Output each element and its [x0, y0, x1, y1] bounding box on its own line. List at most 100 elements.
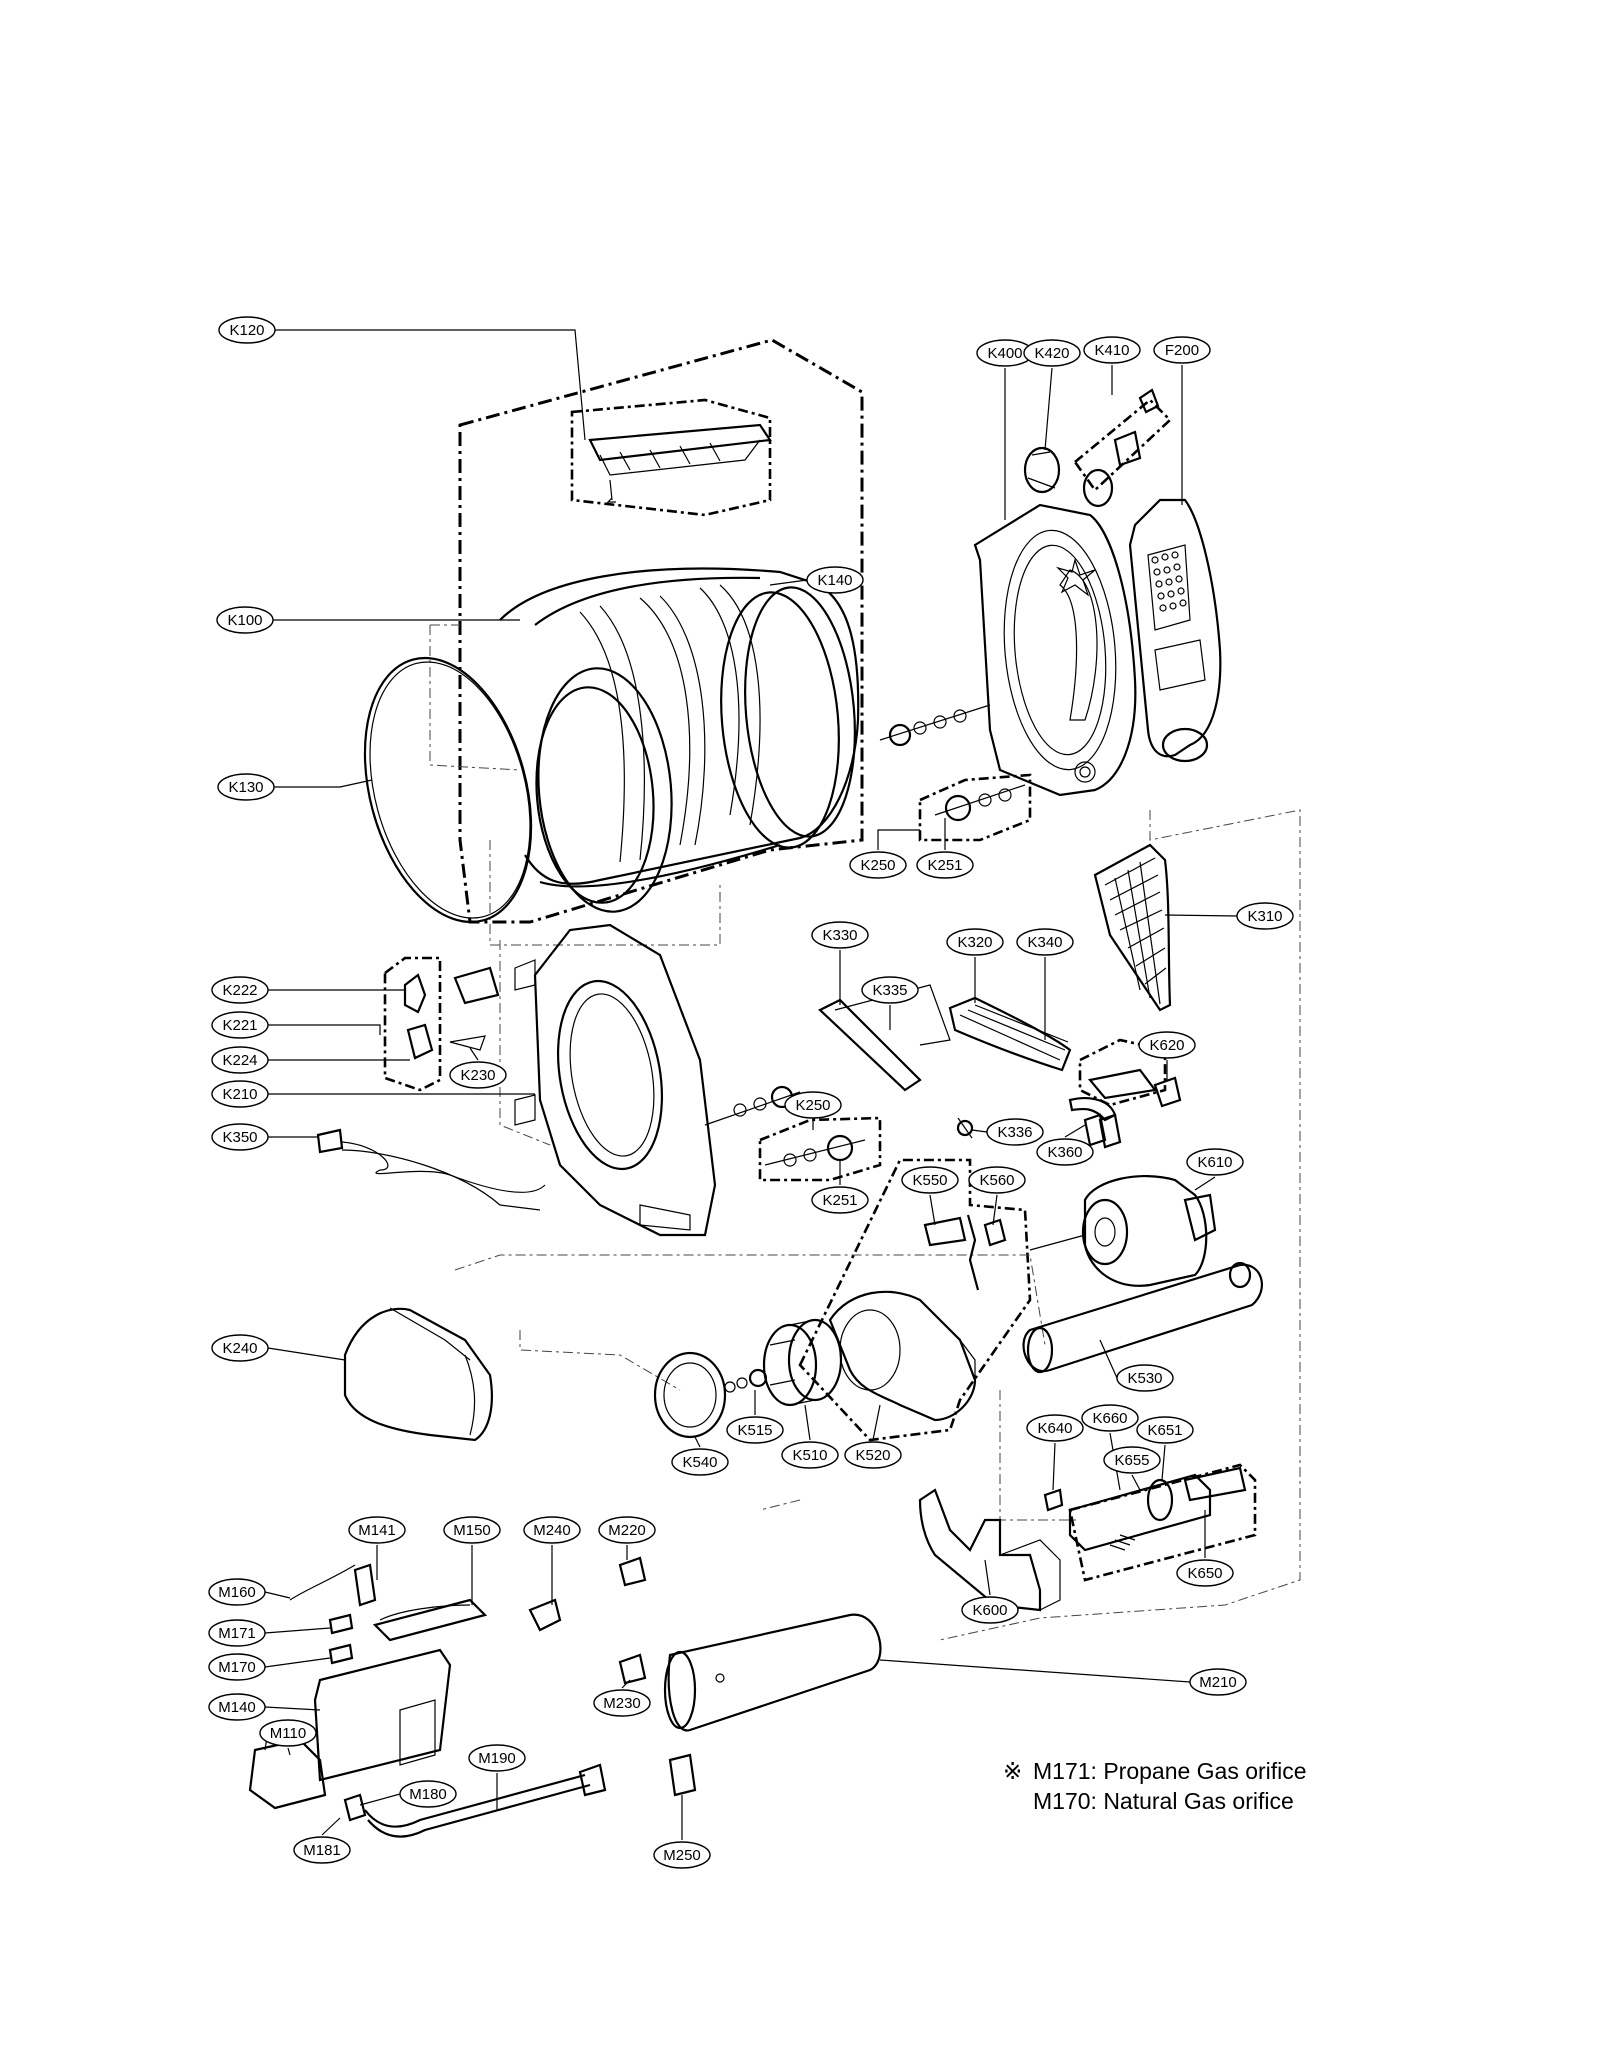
callout-leader-line [992, 1194, 998, 1226]
callout-k610: K610 [1186, 1148, 1244, 1191]
callout-k620: K620 [1138, 1031, 1196, 1080]
cover-k240 [343, 1307, 493, 1442]
callout-oval [861, 976, 919, 1004]
callout-k540: K540 [671, 1436, 729, 1476]
callout-oval [1176, 1559, 1234, 1587]
callout-label: M220 [608, 1522, 646, 1539]
k420-ring [1023, 446, 1061, 494]
lint-filter-k310 [1093, 843, 1172, 1012]
callout-label: K655 [1114, 1452, 1149, 1469]
duct-k530 [1022, 1261, 1263, 1374]
lamp-parts [403, 966, 500, 1060]
callout-label: K251 [822, 1192, 857, 1209]
callout-k250b: K250 [784, 1091, 842, 1130]
callout-k640: K640 [1026, 1414, 1084, 1491]
callout-label: K120 [229, 322, 264, 339]
callout-m220: M220 [598, 1516, 656, 1560]
callout-leader-line [1194, 1176, 1216, 1191]
callout-leader-line [267, 1347, 346, 1361]
callout-k222: K222 [211, 976, 405, 1004]
callout-label: K222 [222, 982, 257, 999]
callout-oval [208, 1693, 266, 1721]
callout-oval [1023, 339, 1081, 367]
blower-wheel-k510 [762, 1318, 843, 1407]
callout-label: K530 [1127, 1370, 1162, 1387]
callout-oval [946, 928, 1004, 956]
callout-leader-line [1052, 1442, 1056, 1491]
callout-k350: K350 [211, 1123, 318, 1151]
callout-leader-line [872, 1404, 881, 1441]
blower-housing-k520 [828, 1290, 977, 1422]
callout-k100: K100 [216, 606, 520, 634]
callout-oval [849, 851, 907, 879]
callout-label: K336 [997, 1124, 1032, 1141]
callout-oval [901, 1166, 959, 1194]
gas-orifice-note: ※M171: Propane Gas orifice M170: Natural… [1003, 1756, 1307, 1816]
burner-tube-m210 [663, 1613, 882, 1732]
callout-oval [259, 1719, 317, 1747]
callout-oval [1153, 336, 1211, 364]
callout-oval [811, 1186, 869, 1214]
callout-oval [671, 1448, 729, 1476]
callout-m140: M140 [208, 1693, 321, 1721]
callout-k655: K655 [1103, 1446, 1161, 1491]
callout-k310: K310 [1164, 902, 1294, 930]
callout-leader-line [287, 1747, 291, 1756]
group-boundaries [383, 338, 1301, 1641]
callout-k210: K210 [211, 1080, 535, 1108]
callout-k221: K221 [211, 1011, 381, 1039]
callout-label: M170 [218, 1659, 256, 1676]
wire-harness-k350 [316, 1128, 546, 1211]
callout-oval [1136, 1416, 1194, 1444]
callout-k600: K600 [961, 1559, 1019, 1624]
callout-oval [399, 1780, 457, 1808]
callout-oval [968, 1166, 1026, 1194]
callout-leader-line [1131, 1474, 1141, 1491]
seal-ring-k540 [653, 1351, 727, 1439]
callout-leader-line [264, 1706, 321, 1711]
callout-oval [781, 1441, 839, 1469]
callout-k360: K360 [1036, 1124, 1094, 1166]
callout-m240: M240 [523, 1516, 581, 1605]
callout-label: K340 [1027, 934, 1062, 951]
callout-k224: K224 [211, 1046, 410, 1074]
seal-ring-k130 [363, 656, 533, 924]
motor-k610 [1029, 1174, 1217, 1287]
callout-k651: K651 [1136, 1416, 1194, 1481]
callout-leader-line [264, 1627, 331, 1634]
callout-k251b: K251 [811, 1160, 869, 1214]
callout-k650: K650 [1176, 1510, 1234, 1587]
callout-label: K130 [228, 779, 263, 796]
callout-label: K230 [460, 1067, 495, 1084]
callout-k251a: K251 [916, 818, 974, 879]
callout-k530: K530 [1099, 1339, 1174, 1392]
callout-oval [443, 1516, 501, 1544]
callout-leader-line [694, 1436, 701, 1448]
callout-oval [726, 1416, 784, 1444]
callout-oval [1026, 1414, 1084, 1442]
callout-leader-line [879, 1659, 1191, 1683]
callout-label: M210 [1199, 1674, 1237, 1691]
duct-parts-k330-k340 [818, 984, 1157, 1122]
callout-label: K510 [792, 1447, 827, 1464]
callout-f200: F200 [1153, 336, 1211, 505]
callout-oval [1081, 1404, 1139, 1432]
callout-oval [218, 316, 276, 344]
callout-oval [208, 1619, 266, 1647]
callout-m110: M110 [259, 1719, 317, 1756]
callout-oval [811, 921, 869, 949]
callout-k140: K140 [769, 566, 864, 594]
callout-label: K640 [1037, 1420, 1072, 1437]
callout-oval [211, 1334, 269, 1362]
callout-label: K600 [972, 1602, 1007, 1619]
callout-label: K650 [1187, 1565, 1222, 1582]
callout-oval [216, 606, 274, 634]
callout-label: K550 [912, 1172, 947, 1189]
roller-shaft-upper [879, 704, 1026, 822]
callout-oval [1036, 1138, 1094, 1166]
callout-k550: K550 [901, 1166, 959, 1226]
callout-m170: M170 [208, 1653, 331, 1681]
note-natural-text: M170: Natural Gas orifice [1033, 1788, 1294, 1814]
motor-mount-k650 [1043, 1466, 1247, 1552]
callout-m181: M181 [293, 1817, 351, 1864]
